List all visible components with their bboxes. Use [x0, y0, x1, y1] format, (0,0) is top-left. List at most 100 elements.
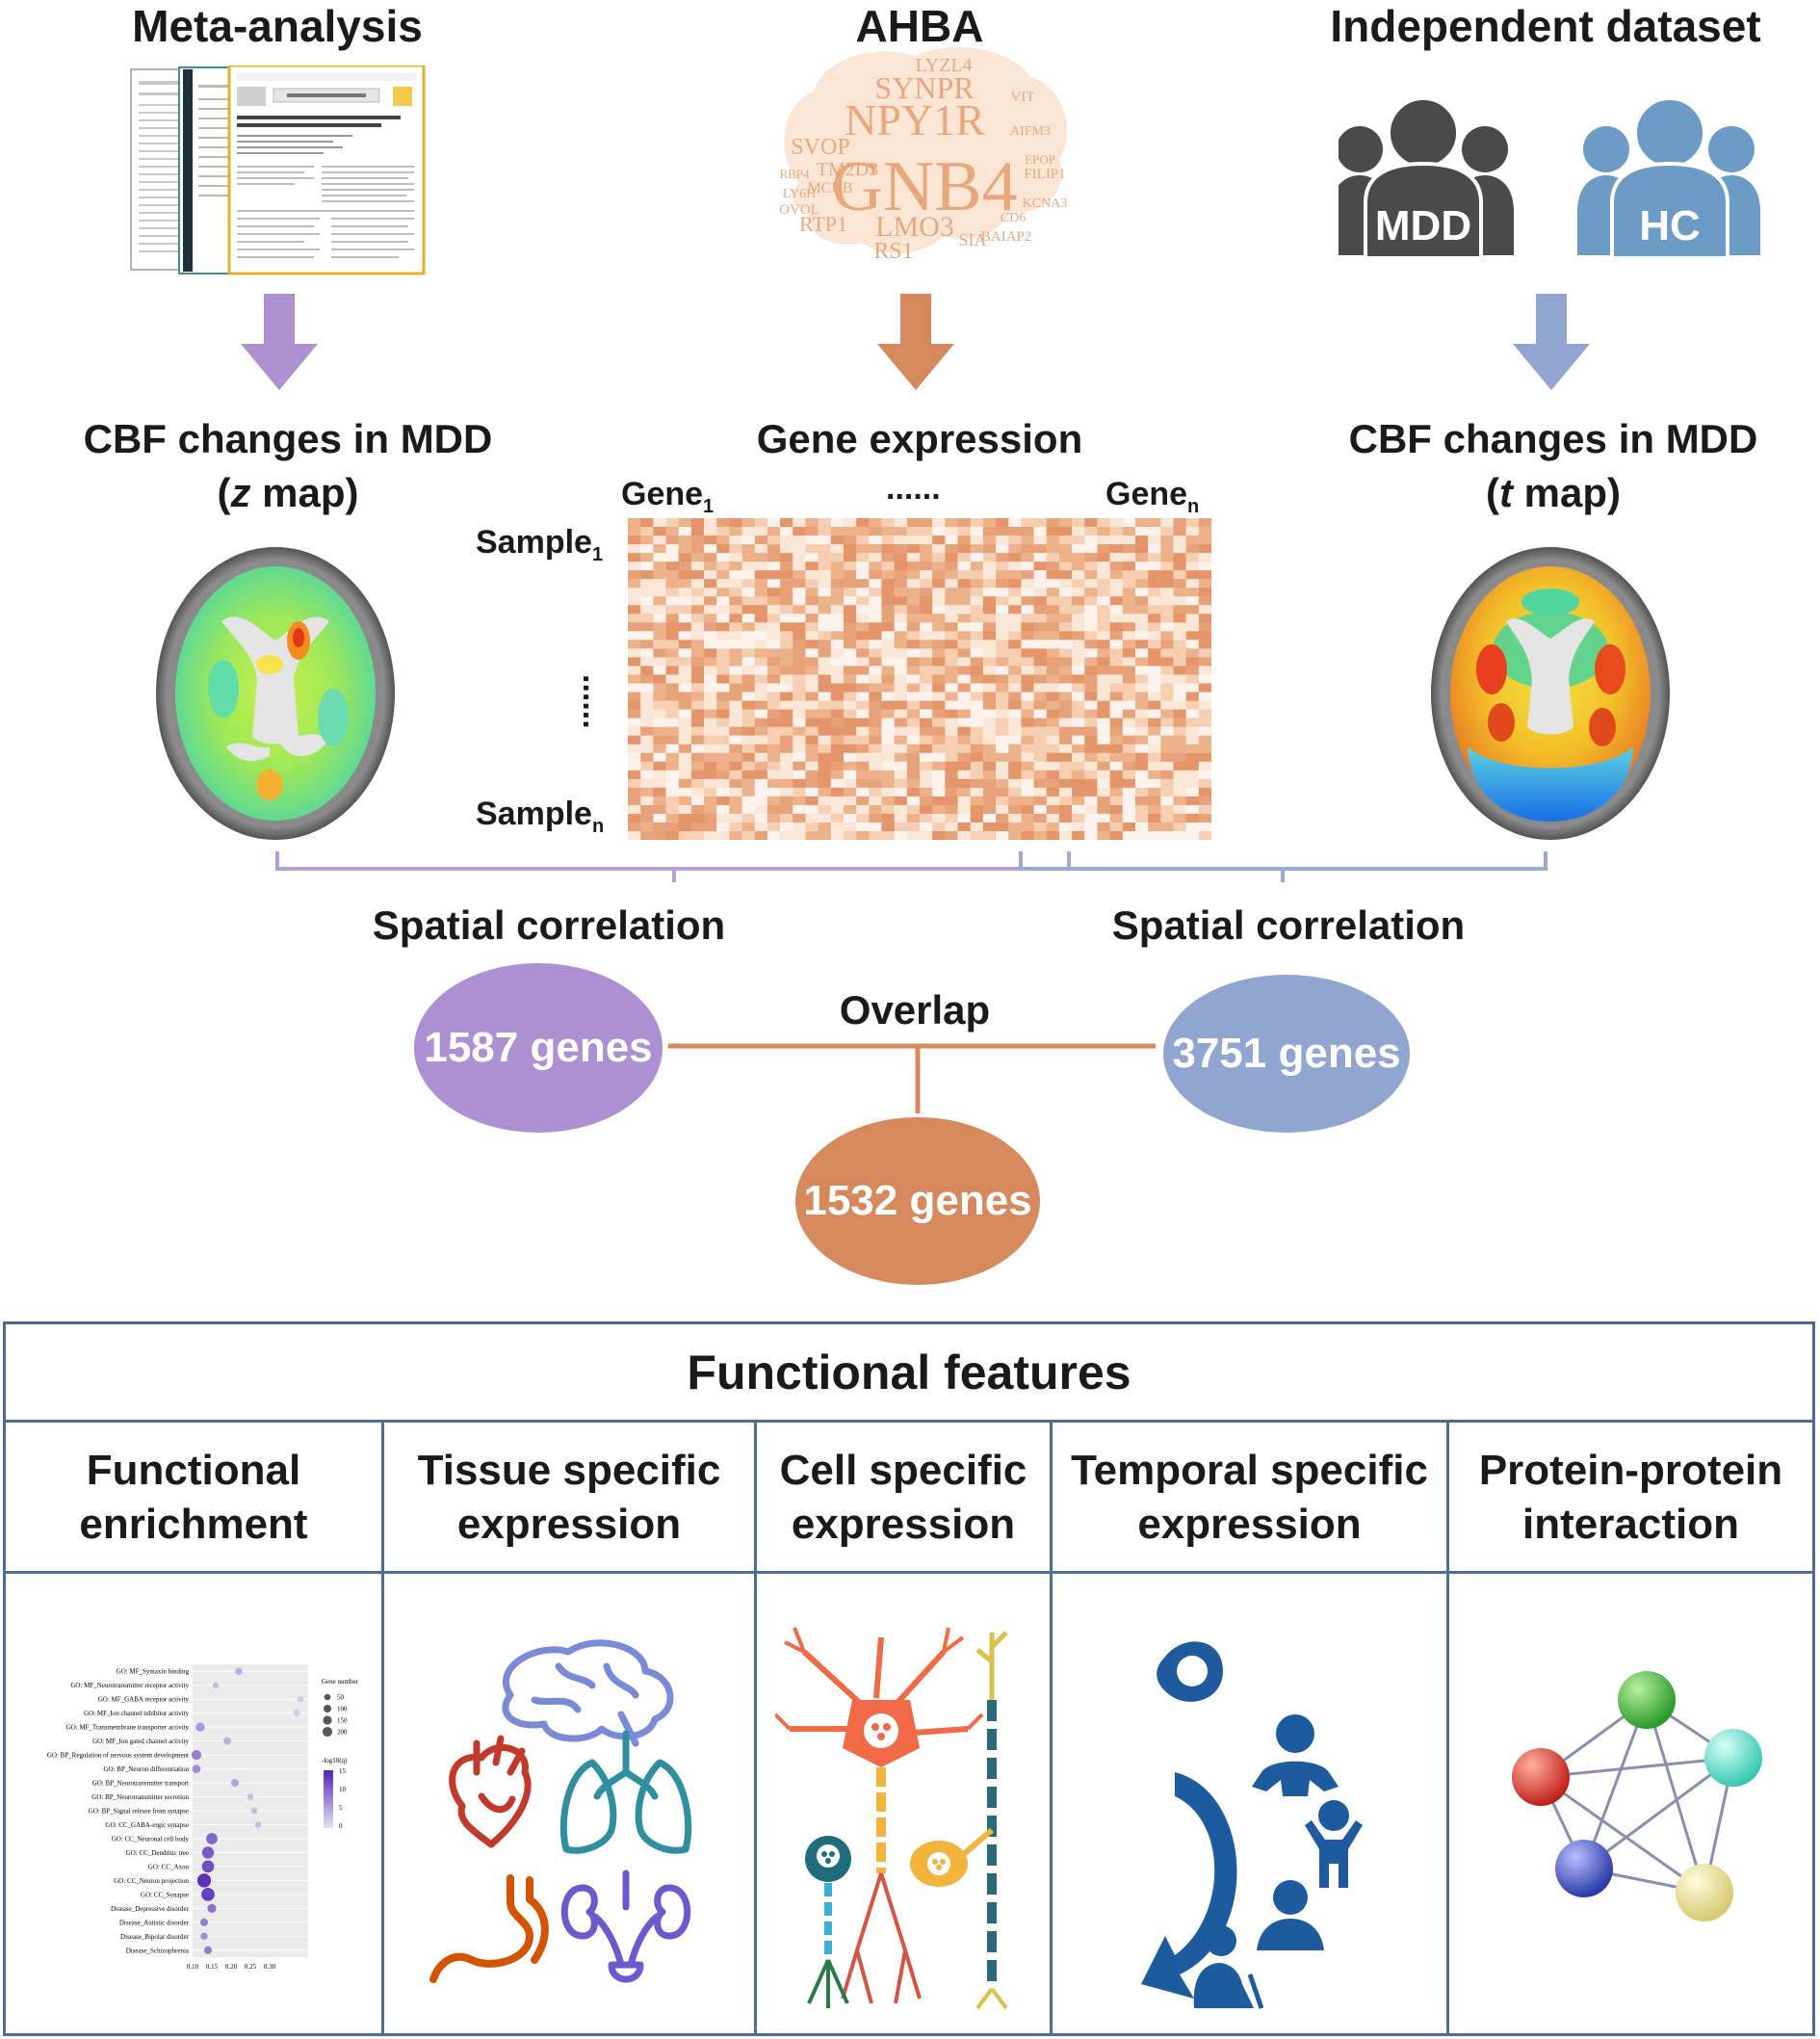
color-legend-label: 10 — [339, 1786, 347, 1793]
size-legend-label: 50 — [337, 1694, 345, 1702]
word-ly6h: LY6H — [783, 187, 816, 201]
left-map-title: CBF changes in MDD — [83, 416, 493, 461]
size-legend-label: 200 — [337, 1729, 348, 1737]
word-vit: VIT — [1011, 90, 1035, 105]
enrichment-point — [212, 1682, 220, 1689]
brain-organ-icon — [502, 1639, 674, 1747]
word-cd6: CD6 — [1001, 211, 1026, 225]
word-rs1: RS1 — [873, 239, 913, 264]
cell-icons — [775, 1627, 1008, 2010]
word-rbp4: RBP4 — [779, 167, 810, 181]
gene-word-cloud: GNB4 NPY1R SYNPR LMO3 LYZL4 SVOP TM2D3 R… — [779, 47, 1067, 264]
enrichment-point — [201, 1887, 215, 1901]
term-label: GO: CC_Dendritic tree — [126, 1849, 189, 1857]
right-map-subtitle: (t map) — [1485, 470, 1621, 515]
right-map-title: CBF changes in MDD — [1348, 416, 1758, 461]
gene-count-independent-ellipse: 3751 genes — [1163, 975, 1410, 1133]
color-legend-title: -log10(q) — [322, 1757, 348, 1765]
size-legend-dot — [322, 1726, 333, 1738]
size-legend-label: 150 — [337, 1717, 348, 1725]
protein-node-green — [1618, 1671, 1676, 1729]
word-lmo3: LMO3 — [875, 211, 954, 243]
spatial-correlation-right: Spatial correlation — [1111, 902, 1466, 948]
protein-node-red — [1512, 1748, 1570, 1806]
x-tick-label: 0.30 — [264, 1963, 276, 1971]
enrichment-point — [230, 1779, 240, 1788]
word-rtp1: RTP1 — [799, 212, 847, 236]
left-map-variable: z — [230, 470, 251, 515]
word-aifm3: AIFM3 — [1010, 124, 1051, 139]
word-gnb4: GNB4 — [831, 147, 1017, 226]
sample-ellipsis: ...... — [576, 674, 612, 729]
protein-node-cyan — [1704, 1729, 1762, 1787]
brain-t-map — [1431, 547, 1670, 840]
pseudounipolar-neuron-icon — [910, 1631, 1008, 2010]
spatial-correlation-left: Spatial correlation — [372, 902, 726, 948]
size-legend-label: 100 — [337, 1706, 348, 1713]
enrichment-point — [207, 1903, 217, 1913]
term-label: GO: MF_GABA receptor activity — [98, 1696, 190, 1704]
meta-analysis-title: Meta-analysis — [132, 1, 423, 51]
enrichment-point — [195, 1722, 205, 1732]
adult-icon — [1257, 1880, 1324, 1950]
word-lyzl4: LYZL4 — [915, 55, 972, 76]
protein-node-blue — [1555, 1840, 1613, 1897]
paper-thumbnails — [130, 65, 426, 275]
x-tick-label: 0.20 — [225, 1963, 238, 1971]
term-label: GO: MF_Ion gated channel activity — [92, 1738, 189, 1745]
hc-group-icon — [1577, 96, 1760, 260]
enrichment-point — [192, 1765, 201, 1773]
overlap-connector — [668, 1043, 1156, 1113]
baby-icon — [1252, 1714, 1339, 1796]
color-legend-label: 15 — [339, 1767, 347, 1775]
term-label: Disease_Bipolar disorder — [120, 1933, 190, 1941]
enrichment-point — [247, 1793, 254, 1800]
gene-expression-title: Gene expression — [756, 416, 1083, 461]
word-tm2d3: TM2D3 — [817, 159, 878, 180]
gene-first-label: Gene1 — [621, 476, 715, 517]
word-filip1: FILIP1 — [1024, 167, 1065, 182]
mdd-group-icon — [1339, 96, 1514, 260]
enrichment-point — [222, 1737, 232, 1745]
kidneys-icon — [560, 1869, 691, 1983]
size-legend-dot — [324, 1705, 331, 1712]
subject-groups-icon — [1339, 96, 1760, 260]
enrichment-point — [250, 1807, 258, 1815]
mdd-label: MDD — [1374, 202, 1472, 249]
left-map-subtitle: (z map) — [217, 470, 359, 515]
gene-last-label: Genen — [1105, 476, 1200, 517]
term-label: GO: MF_Ion channel inhibitor activity — [84, 1710, 189, 1717]
enrichment-point — [201, 1860, 215, 1873]
term-label: GO: CC_GABA-ergic synapse — [105, 1821, 189, 1829]
gene-count-overlap-ellipse: 1532 genes — [795, 1117, 1040, 1285]
arrow-down-blue-icon — [1513, 294, 1590, 390]
arrow-down-orange-icon — [877, 294, 954, 390]
right-map-variable: t — [1498, 470, 1513, 515]
size-legend-dot — [323, 1715, 332, 1725]
enrichment-point — [254, 1821, 262, 1828]
x-tick-label: 0.15 — [206, 1963, 219, 1971]
word-synpr: SYNPR — [874, 70, 975, 105]
hc-label: HC — [1639, 202, 1701, 249]
term-label: GO: CC_Axon — [148, 1863, 190, 1870]
bipolar-neuron-icon — [805, 1836, 851, 2008]
word-svop: SVOP — [791, 135, 849, 160]
word-ovol: OVOL — [779, 202, 819, 218]
enrichment-point — [191, 1750, 202, 1761]
gene-ellipsis: ...... — [886, 470, 941, 507]
enrichment-point — [196, 1873, 212, 1888]
term-label: GO: CC_Synapse — [141, 1891, 189, 1898]
sample-last-label: Samplen — [476, 796, 605, 837]
term-label: GO: BP_Neurotransmitter secretion — [91, 1793, 189, 1801]
functional-features-title: Functional features — [687, 1346, 1131, 1399]
x-tick-label: 0.25 — [245, 1963, 257, 1971]
enrichment-point — [200, 1932, 208, 1940]
tissue-icons — [429, 1639, 692, 1983]
enrichment-point — [235, 1667, 243, 1675]
